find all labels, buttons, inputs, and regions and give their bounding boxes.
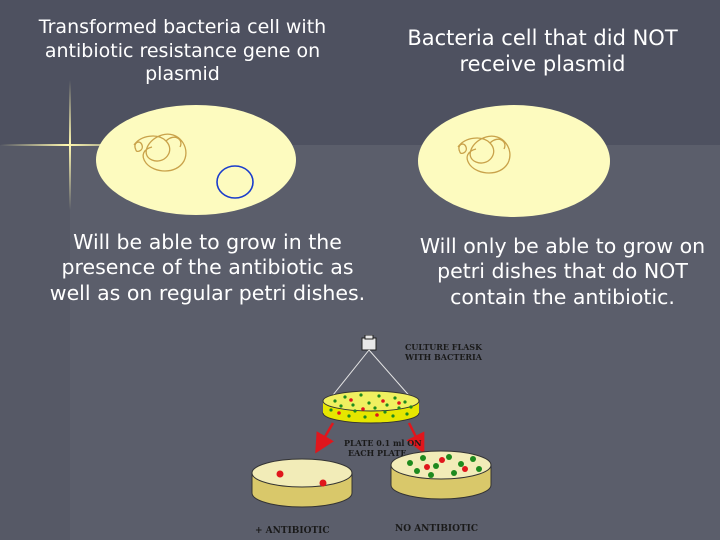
antibiotic-plate-label: + ANTIBIOTIC [255, 526, 330, 536]
transformed-outcome-text: Will be able to grow in the presence of … [49, 230, 366, 305]
bacterial-chromosome-drawing [133, 133, 254, 199]
background-band [0, 0, 720, 145]
colony [276, 470, 284, 478]
chromosome-strand [133, 133, 187, 172]
plasmid [216, 165, 254, 199]
arrow-to-plain-plate [406, 422, 425, 454]
background-band-left [0, 145, 70, 540]
culture-flask-icon [361, 335, 377, 351]
plate-label-line1: PLATE 0.1 ml ON [344, 438, 422, 448]
no-antibiotic-plate [390, 450, 492, 500]
arrow-to-antibiotic-plate [315, 422, 335, 454]
transformed-bacteria-cell [96, 105, 296, 215]
plate-label-line2: EACH PLATE [348, 448, 406, 458]
bacterial-chromosome-drawing [457, 135, 511, 174]
untransformed-cell-caption: Bacteria cell that did NOT receive plasm… [407, 26, 678, 77]
sparkle-decoration [0, 144, 150, 146]
antibiotic-plate [251, 458, 353, 508]
sparkle-decoration [69, 80, 71, 210]
chromosome-strand [457, 135, 511, 174]
colony [319, 479, 327, 487]
flask-label-line2: WITH BACTERIA [404, 352, 483, 362]
plating-diagram: CULTURE FLASK WITH BACTERIA PLATE 0.1 ml… [251, 335, 492, 536]
flask-label-line1: CULTURE FLASK [405, 342, 483, 352]
pipette-line [368, 349, 414, 401]
pipette-line [328, 349, 370, 401]
no-antibiotic-plate-label: NO ANTIBIOTIC [395, 524, 478, 534]
untransformed-bacteria-cell [418, 105, 610, 217]
culture-dish [322, 390, 420, 424]
untransformed-outcome-text: Will only be able to grow on petri dishe… [419, 234, 706, 309]
transformed-cell-caption: Transformed bacteria cell with antibioti… [38, 16, 327, 86]
